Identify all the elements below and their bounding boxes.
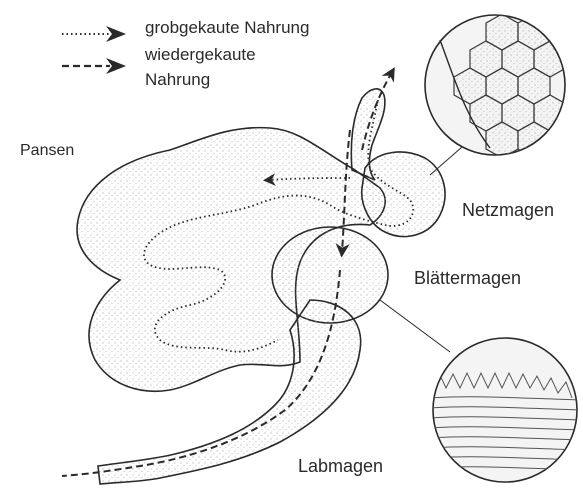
legend-dashed-label-line2: Nahrung xyxy=(145,70,210,90)
legend-dotted-arrow xyxy=(62,26,126,42)
blaettermagen-leader-line xyxy=(380,300,450,352)
legend-dashed-label-line1: wiedergekaute xyxy=(145,45,256,65)
legend-dashed-arrow xyxy=(62,58,126,74)
netzmagen-detail-circle xyxy=(425,14,566,158)
label-pansen: Pansen xyxy=(20,142,74,160)
legend-dotted-label: grobgekaute Nahrung xyxy=(145,18,309,38)
label-labmagen: Labmagen xyxy=(298,456,383,477)
labmagen-detail-circle xyxy=(430,338,580,482)
label-netzmagen: Netzmagen xyxy=(462,200,554,221)
label-blaettermagen: Blättermagen xyxy=(414,268,521,289)
